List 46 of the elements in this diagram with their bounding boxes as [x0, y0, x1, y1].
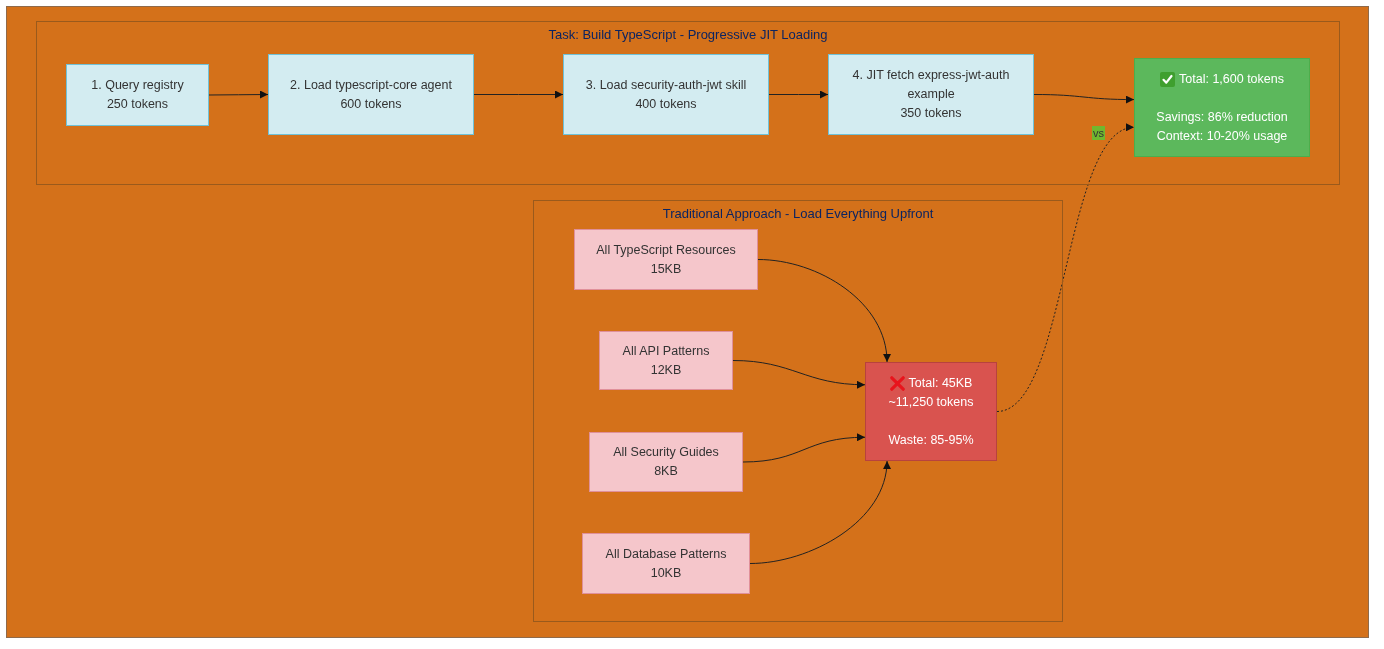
resource-box	[589, 432, 743, 492]
node-detail: Context: 10-20% usage	[1156, 127, 1288, 145]
node-detail: 600 tokens	[340, 95, 402, 113]
node-detail: Waste: 85-95%	[888, 431, 974, 449]
process-box	[66, 64, 209, 126]
group-frame	[533, 200, 1063, 622]
dotted-arrow	[996, 126, 1135, 412]
group-frame	[36, 21, 1340, 185]
arrow	[732, 360, 866, 389]
node-label: 4. JIT fetch express-jwt-auth example	[851, 67, 1011, 103]
node-detail: Savings: 86% reduction	[1156, 108, 1288, 126]
resource-box	[599, 331, 733, 390]
node-label: 3. Load security-auth-jwt skill	[585, 76, 747, 94]
node-detail: 15KB	[650, 260, 682, 278]
arrow	[1033, 94, 1135, 104]
result-box	[865, 362, 997, 461]
arrow	[768, 90, 829, 99]
arrow	[749, 460, 891, 564]
node-detail: 12KB	[650, 361, 682, 379]
node-label: All TypeScript Resources	[596, 241, 736, 259]
result-box	[1134, 58, 1310, 157]
node-detail: 350 tokens	[900, 105, 962, 122]
node-detail: ~11,250 tokens	[888, 393, 974, 411]
node-label: All API Patterns	[622, 342, 710, 360]
group-title: Traditional Approach - Load Everything Upfront	[662, 205, 934, 223]
arrow	[742, 433, 866, 463]
arrow	[473, 90, 564, 99]
process-box	[268, 54, 474, 135]
arrow	[208, 90, 269, 99]
node-label: 2. Load typescript-core agent	[290, 76, 452, 94]
node-detail: 8KB	[654, 463, 678, 480]
node-detail: 400 tokens	[635, 95, 697, 113]
node-label: Total: 1,600 tokens	[1179, 70, 1284, 88]
resource-box	[574, 229, 758, 290]
node-label: 1. Query registry	[91, 77, 184, 94]
group-title: Task: Build TypeScript - Progressive JIT Loading	[548, 26, 828, 44]
node-detail: 10KB	[650, 564, 682, 582]
arrow	[757, 259, 891, 363]
node-detail: 250 tokens	[106, 96, 169, 113]
node-label: Total: 45KB	[908, 374, 973, 392]
edge-label: vs	[1092, 126, 1105, 140]
node-label: All Database Patterns	[605, 545, 727, 563]
resource-box	[582, 533, 750, 594]
node-label: All Security Guides	[613, 444, 719, 461]
process-box	[828, 54, 1034, 135]
process-box	[563, 54, 769, 135]
